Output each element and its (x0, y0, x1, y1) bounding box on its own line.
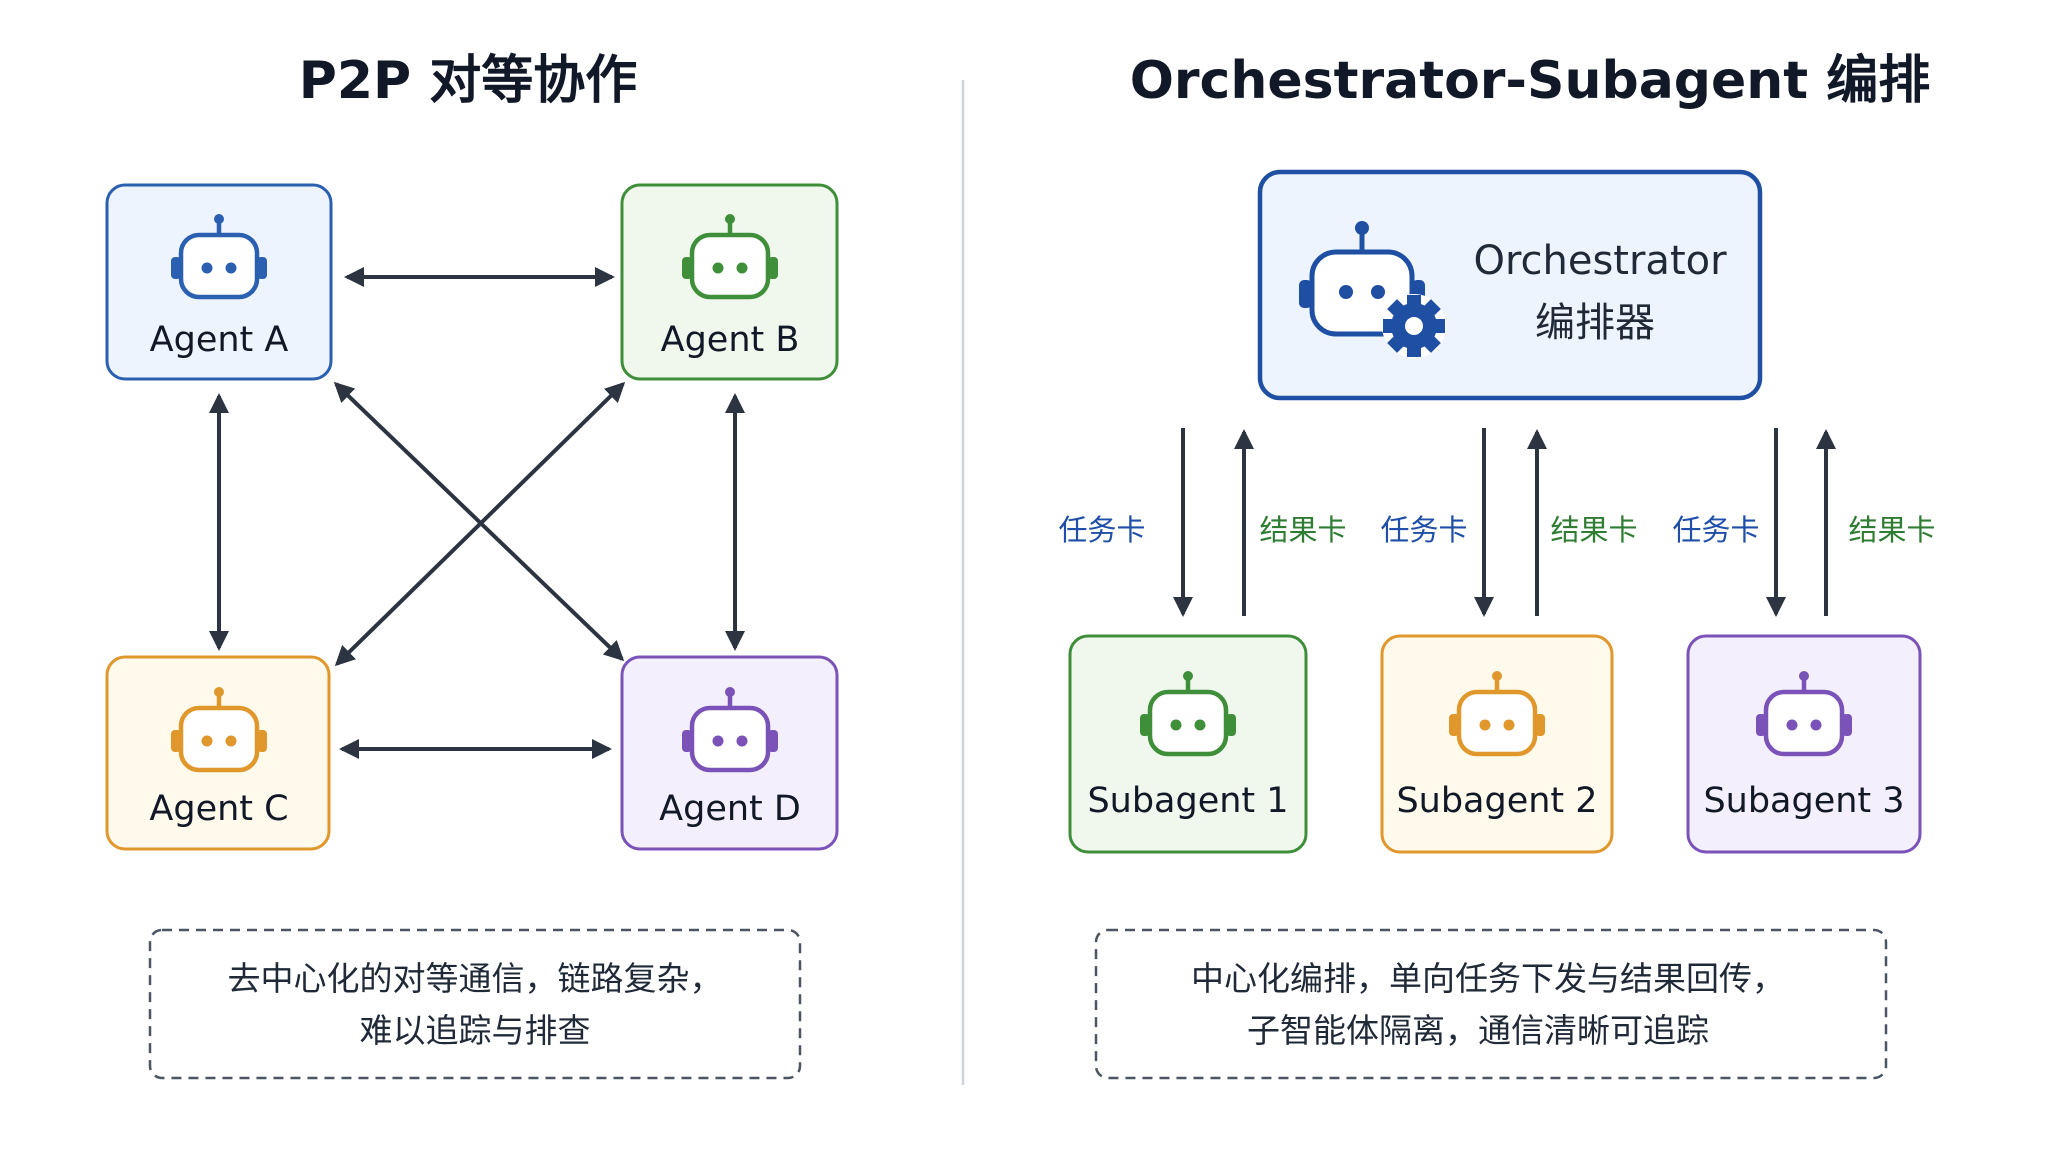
task-label-1: 任务卡 (1058, 513, 1145, 547)
edge-labels: 任务卡 结果卡 任务卡 结果卡 任务卡 结果卡 (1058, 513, 1935, 547)
robot-icon (682, 214, 778, 300)
orchestrator-caption-line2: 子智能体隔离，通信清晰可追踪 (1247, 1011, 1709, 1050)
agent-b-label: Agent B (661, 320, 800, 360)
orchestrator-title: Orchestrator-Subagent 编排 (1130, 51, 1931, 111)
robot-icon (171, 687, 267, 773)
result-label-2: 结果卡 (1550, 513, 1637, 547)
orchestrator-label-zh: 编排器 (1535, 300, 1655, 346)
task-label-2: 任务卡 (1380, 513, 1467, 547)
result-label-1: 结果卡 (1259, 513, 1346, 547)
agent-c-label: Agent C (149, 789, 288, 829)
p2p-caption-line1: 去中心化的对等通信，链路复杂， (228, 959, 723, 998)
edge-b-c (334, 381, 626, 667)
agent-d-node: Agent D (620, 655, 839, 851)
agent-a-label: Agent A (150, 320, 289, 360)
orchestrator-caption: 中心化编排，单向任务下发与结果回传， 子智能体隔离，通信清晰可追踪 (1094, 928, 1888, 1080)
p2p-edges (209, 267, 745, 759)
robot-icon (1140, 671, 1236, 757)
p2p-caption-line2: 难以追踪与排查 (360, 1011, 591, 1050)
orchestrator-caption-line1: 中心化编排，单向任务下发与结果回传， (1191, 959, 1785, 998)
subagent-2-node: Subagent 2 (1380, 634, 1614, 854)
task-label-3: 任务卡 (1672, 513, 1759, 547)
orchestrator-box (1257, 169, 1763, 401)
p2p-title: P2P 对等协作 (299, 51, 638, 111)
orchestrator-label-en: Orchestrator (1473, 238, 1727, 284)
orchestrator-caption-box (1094, 928, 1888, 1080)
orchestrator-node: Orchestrator 编排器 (1257, 169, 1763, 401)
agent-c-node: Agent C (105, 655, 331, 851)
robot-icon (171, 214, 267, 300)
agent-d-label: Agent D (659, 789, 801, 829)
subagent-3-label: Subagent 3 (1703, 781, 1904, 821)
robot-icon (1449, 671, 1545, 757)
agent-a-node: Agent A (105, 183, 333, 381)
subagent-1-label: Subagent 1 (1087, 781, 1288, 821)
agent-b-node: Agent B (620, 183, 839, 381)
robot-icon (1756, 671, 1852, 757)
p2p-caption-box (148, 928, 802, 1080)
orchestrator-edges (1173, 428, 1836, 617)
result-label-3: 结果卡 (1848, 513, 1935, 547)
subagent-3-node: Subagent 3 (1686, 634, 1922, 854)
subagent-1-node: Subagent 1 (1068, 634, 1308, 854)
subagent-2-label: Subagent 2 (1396, 781, 1597, 821)
robot-icon (682, 687, 778, 773)
p2p-caption: 去中心化的对等通信，链路复杂， 难以追踪与排查 (148, 928, 802, 1080)
robot-gear-icon (1299, 221, 1446, 358)
